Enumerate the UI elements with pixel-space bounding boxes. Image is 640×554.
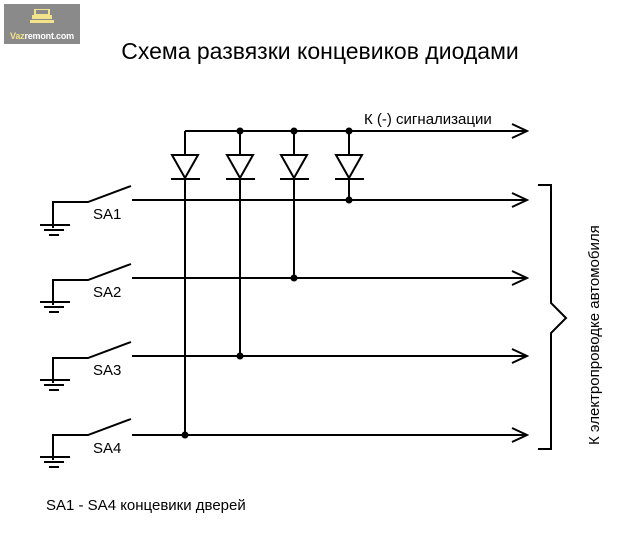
logo-text: Vazremont.com (10, 31, 74, 41)
junction-dot (345, 196, 353, 204)
switch-label-sa4: SA4 (93, 440, 121, 457)
switch-row-sa3 (40, 341, 530, 391)
switch-row-sa4 (40, 418, 530, 468)
junction-dot (345, 127, 353, 135)
site-logo[interactable]: Vazremont.com (4, 4, 80, 44)
junction-dot (290, 274, 298, 282)
footnote: SA1 - SA4 концевики дверей (46, 497, 246, 514)
wiring-label: К электропроводке автомобиля (586, 225, 603, 445)
junction-dot (290, 127, 298, 135)
switch-label-sa1: SA1 (93, 206, 121, 223)
switch-label-sa3: SA3 (93, 362, 121, 379)
signal-arrow (511, 123, 530, 139)
switch-label-sa2: SA2 (93, 284, 121, 301)
junction-dot (236, 352, 244, 360)
signal-label: К (-) сигнализации (364, 111, 492, 128)
diagram-title: Схема развязки концевиков диодами (121, 38, 519, 64)
switch-row-sa1 (40, 185, 530, 236)
diode-4 (334, 154, 364, 181)
car-wrench-icon (30, 9, 54, 23)
junction-dot (181, 431, 189, 439)
wiring-brace (538, 184, 568, 450)
junction-dot (236, 127, 244, 135)
diode-1 (170, 154, 200, 181)
diode-3 (279, 154, 309, 181)
switch-row-sa2 (40, 263, 530, 313)
diode-2 (225, 154, 255, 181)
